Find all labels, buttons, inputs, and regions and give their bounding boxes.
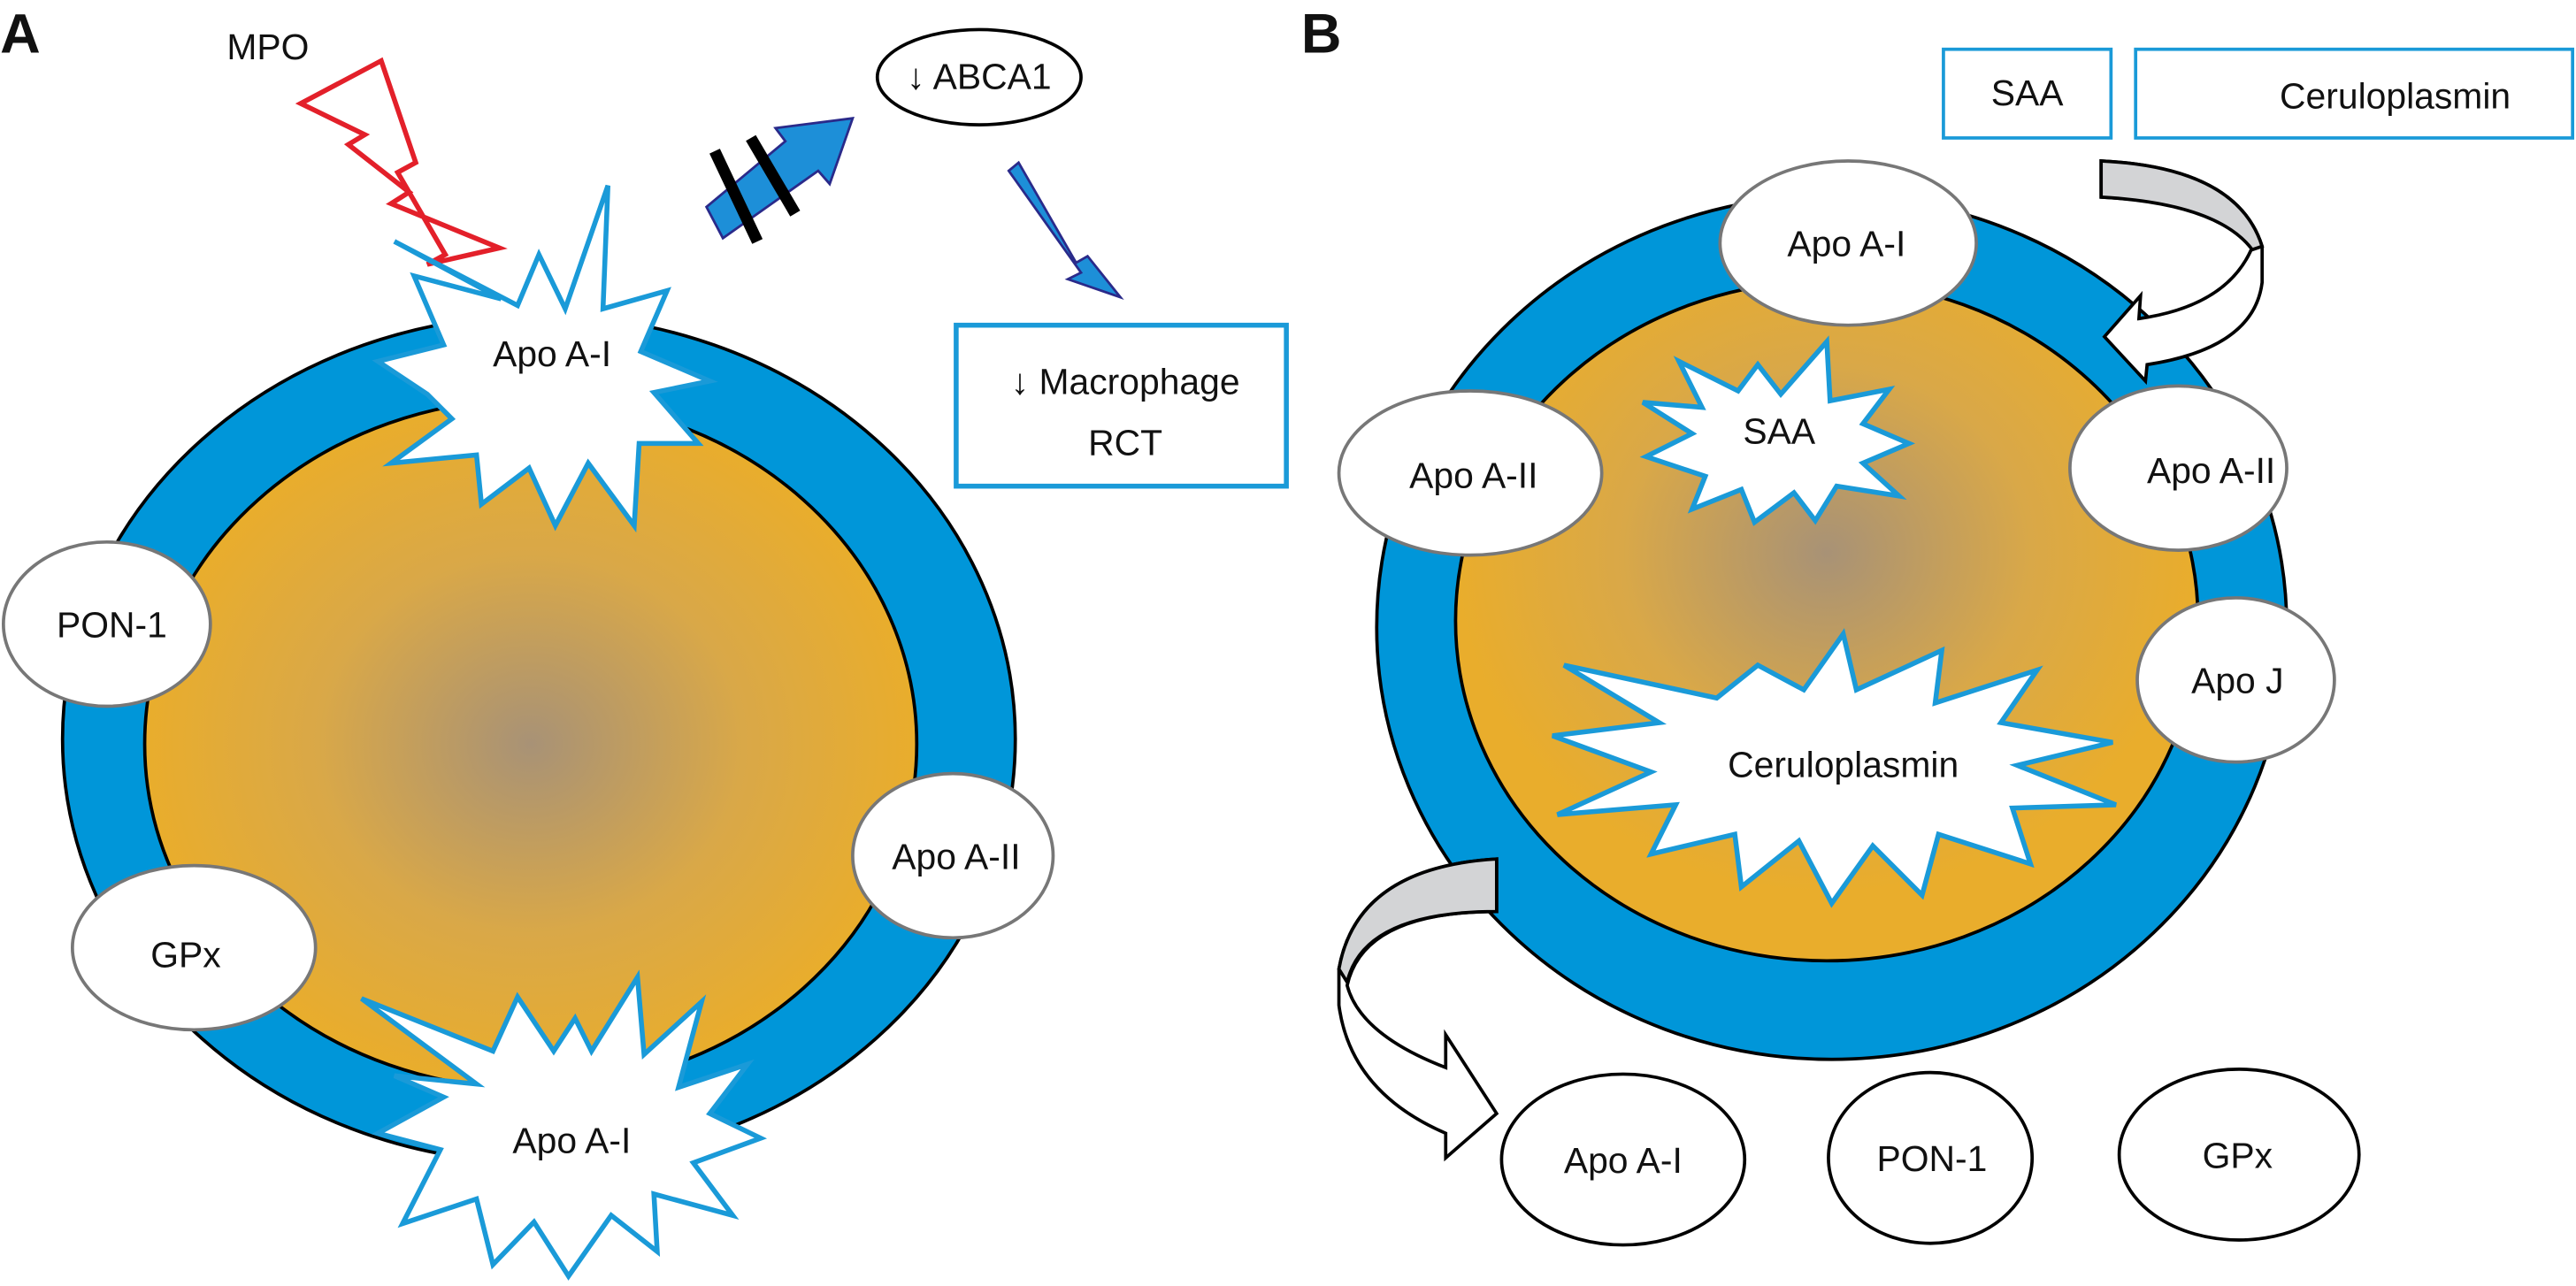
apoA2-label: Apo A-II [892,836,1020,876]
abca1-to-rct-arrow [1007,160,1124,300]
apoA1-b-node [1718,159,1978,327]
apoA2-left-node [1337,389,1604,557]
ceruloplasmin-box-label: Ceruloplasmin [2280,76,2511,117]
panel-b: SAA Ceruloplasmin Apo A-I Apo A-II Apo A… [1337,47,2574,1247]
macrophage-line2: RCT [1088,422,1162,463]
apoA2-right-label: Apo A-II [2147,450,2275,491]
incoming-arrow-band [2099,159,2265,252]
ceruloplasmin-box [2134,47,2574,140]
ceruloplasmin-burst-label: Ceruloplasmin [1728,744,1959,785]
saa-burst-label: SAA [1743,410,1815,451]
apoA1-bottom-label: Apo A-I [512,1121,631,1161]
abca1-label: ↓ ABCA1 [907,56,1051,96]
apoJ-node [2135,596,2336,764]
released-apoA1-node [1499,1072,1747,1247]
apoA1-bottom-burst [360,969,768,1281]
gpx-label: GPx [150,935,220,976]
released-pon1-label: PON-1 [1877,1138,1988,1179]
apoA2-node [851,771,1055,940]
apoJ-label: Apo J [2191,661,2283,701]
apoA1-top-label: Apo A-I [493,333,611,374]
gpx-node [70,863,318,1032]
panel-label-b: B [1301,3,1342,65]
saa-burst [1639,335,1916,526]
apoA2-right-node [2068,384,2288,552]
saa-box [1942,47,2113,140]
block-bar-2 [746,134,801,217]
abca1-node [875,27,1083,126]
apoA1-top-burst-shape [372,184,718,533]
panel-label-a: A [0,3,41,65]
apoA1-b-label: Apo A-I [1787,224,1905,264]
ceruloplasmin-burst [1552,628,2117,908]
block-bar-1 [709,149,763,244]
released-pon1-node [1827,1070,2035,1245]
mpo-bolt-icon [295,57,508,267]
outgoing-arrow-band [1337,857,1499,987]
apoA2-left-label: Apo A-II [1409,455,1537,496]
released-gpx-label: GPx [2203,1135,2273,1175]
released-apoA1-label: Apo A-I [1564,1140,1683,1181]
pon1-node [2,540,212,708]
released-gpx-node [2117,1068,2361,1242]
panel-a: MPO Apo A-I [2,27,1289,1281]
macrophage-line1: ↓ Macrophage [1011,362,1240,402]
mpo-label: MPO [226,27,309,67]
pon1-label: PON-1 [57,605,167,646]
macrophage-rct-box [954,322,1289,489]
saa-box-label: SAA [1991,73,2064,113]
